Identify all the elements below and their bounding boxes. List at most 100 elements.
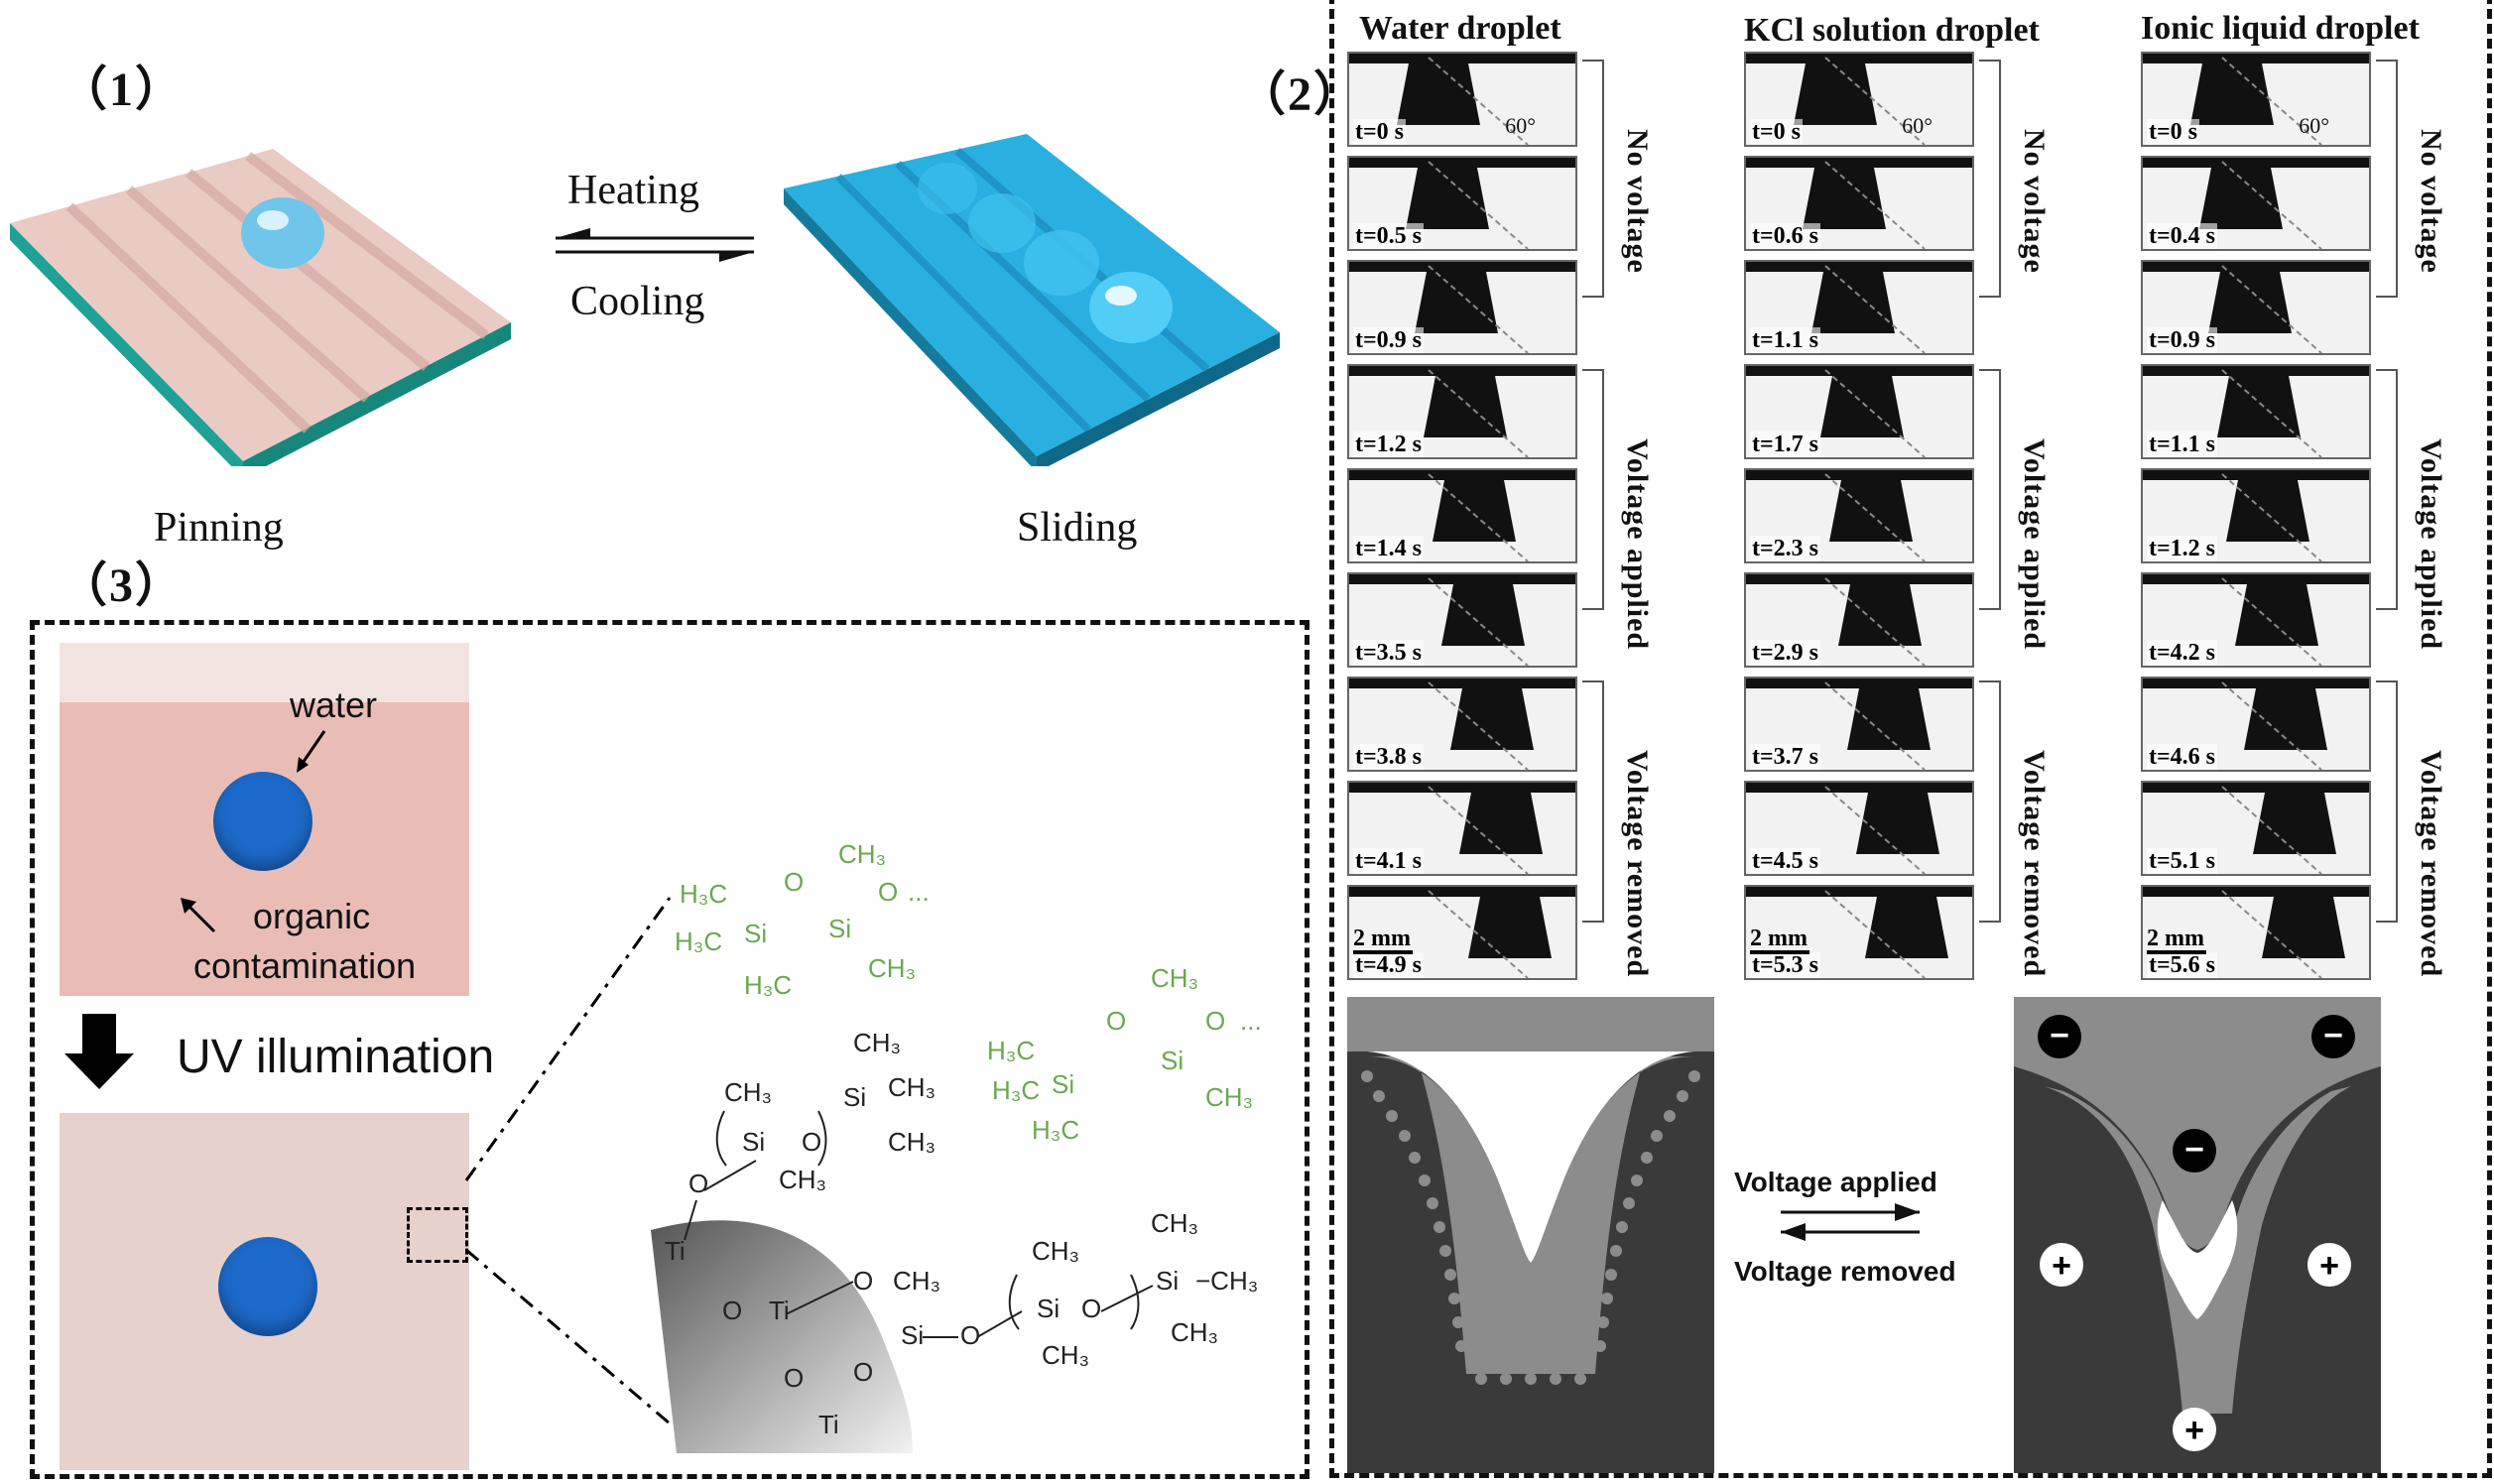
svg-text:Ti: Ti <box>665 1236 686 1266</box>
water-arrow <box>297 730 326 773</box>
voltage-removed-label: Voltage removed <box>1734 1256 1956 1287</box>
droplet-frame: t=4.6 s <box>2141 677 2371 772</box>
svg-text:Si: Si <box>1052 1069 1074 1099</box>
phase-label: No voltage <box>1621 129 1654 274</box>
schematic-voltage-off <box>1347 997 1714 1473</box>
droplet-frame: t=3.5 s <box>1347 572 1577 668</box>
organic-label: organic <box>253 896 371 936</box>
frame-time-label: t=0.4 s <box>2147 223 2218 249</box>
droplet-frame: t=2.3 s <box>1744 468 1974 563</box>
tilt-angle-label: 60° <box>2299 113 2329 138</box>
droplet-frame: t=2.9 s <box>1744 572 1974 668</box>
phase-bracket <box>2376 60 2398 298</box>
heating-label: Heating <box>567 168 699 213</box>
svg-text:H₃C: H₃C <box>987 1036 1035 1065</box>
svg-text:Ti: Ti <box>818 1410 839 1439</box>
phase-bracket <box>2376 680 2398 923</box>
svg-text:H₃C: H₃C <box>675 927 722 956</box>
svg-text:−CH₃: −CH₃ <box>1195 1266 1258 1296</box>
svg-text:H₃C: H₃C <box>744 970 792 1000</box>
frame-time-label: t=4.5 s <box>1750 848 1821 874</box>
droplet-frame: t=1.7 s <box>1744 364 1974 459</box>
droplet-frame: t=3.8 s <box>1347 677 1577 772</box>
droplet-frame: t=4.2 s <box>2141 572 2371 668</box>
frame-time-label: t=3.5 s <box>1353 640 1425 666</box>
minus-sign-1: − <box>2050 1017 2069 1054</box>
droplet-frame: t=0.6 s <box>1744 156 1974 251</box>
svg-text:CH₃: CH₃ <box>1032 1236 1079 1266</box>
svg-text:Si: Si <box>742 1127 765 1157</box>
phase-bracket <box>1582 680 1604 923</box>
droplet-frame: t=1.2 s <box>1347 364 1577 459</box>
svg-text:Si: Si <box>843 1082 866 1112</box>
phase-bracket <box>1979 369 2001 610</box>
scale-bar-label: 2 mm <box>1750 926 1809 954</box>
frame-time-label: t=5.1 s <box>2147 848 2218 874</box>
frame-time-label: t=0.9 s <box>1353 327 1425 353</box>
phase-label: Voltage removed <box>2018 750 2051 978</box>
phase-label: Voltage removed <box>1621 750 1654 978</box>
svg-text:CH₃: CH₃ <box>888 1127 935 1157</box>
frame-time-label: t=4.2 s <box>2147 640 2218 666</box>
frame-time-label: t=0 s <box>2147 119 2200 145</box>
frame-time-label: t=4.9 s <box>1353 952 1425 978</box>
droplet-frame: t=0.9 s <box>2141 260 2371 355</box>
cleaned-substrate-photo <box>60 1113 469 1470</box>
scale-bar-label: 2 mm <box>2147 926 2206 954</box>
svg-text:CH₃: CH₃ <box>838 839 886 869</box>
frame-time-label: t=2.9 s <box>1750 640 1821 666</box>
svg-text:O: O <box>853 1266 873 1296</box>
minus-sign-2: − <box>2323 1017 2343 1054</box>
voltage-applied-label: Voltage applied <box>1734 1167 1937 1197</box>
panel-3-frame <box>30 620 1309 1479</box>
phase-bracket <box>1582 369 1604 610</box>
svg-text:CH₃: CH₃ <box>893 1266 940 1296</box>
cooling-label: Cooling <box>570 279 705 324</box>
svg-text:CH₃: CH₃ <box>1151 963 1198 993</box>
frame-time-label: t=1.1 s <box>1750 327 1821 353</box>
phase-label: Voltage removed <box>2415 750 2447 978</box>
svg-text:CH₃: CH₃ <box>1205 1082 1253 1112</box>
svg-text:CH₃: CH₃ <box>1042 1340 1089 1370</box>
svg-text:O: O <box>1081 1294 1101 1323</box>
frame-time-label: t=0.9 s <box>2147 327 2218 353</box>
svg-text:CH₃: CH₃ <box>868 953 916 983</box>
column-title-kcl: KCl solution droplet <box>1744 12 2040 49</box>
droplet-frame: t=0.5 s <box>1347 156 1577 251</box>
panel-1-label: （1） <box>60 63 186 116</box>
droplet-frame: t=0.4 s <box>2141 156 2371 251</box>
phase-label: Voltage applied <box>2018 438 2051 651</box>
svg-text:O: O <box>878 877 898 907</box>
phase-label: No voltage <box>2415 129 2447 274</box>
svg-text:CH₃: CH₃ <box>779 1165 826 1194</box>
contaminated-substrate-photo: water organic contamination <box>60 643 469 996</box>
frame-time-label: t=3.7 s <box>1750 744 1821 770</box>
svg-text:CH₃: CH₃ <box>724 1077 772 1107</box>
droplet-frame: t=0.9 s <box>1347 260 1577 355</box>
plus-sign-1: + <box>2052 1247 2071 1285</box>
frame-time-label: t=5.3 s <box>1750 952 1821 978</box>
column-title-ionic: Ionic liquid droplet <box>2141 10 2420 47</box>
droplet-frame: t=4.5 s <box>1744 781 1974 876</box>
svg-text:O: O <box>802 1127 821 1157</box>
droplet-frame: t=5.1 s <box>2141 781 2371 876</box>
svg-text:H₃C: H₃C <box>1032 1115 1079 1145</box>
svg-text:Si: Si <box>744 919 767 948</box>
droplet-frame: t=1.2 s <box>2141 468 2371 563</box>
svg-text:O: O <box>960 1320 980 1350</box>
svg-text:...: ... <box>1240 1006 1262 1036</box>
phase-bracket <box>1979 680 2001 923</box>
droplet-frame: t=4.1 s <box>1347 781 1577 876</box>
zoom-region-box <box>407 1207 468 1263</box>
frame-time-label: t=0 s <box>1353 119 1407 145</box>
frame-time-label: t=5.6 s <box>2147 952 2218 978</box>
svg-text:...: ... <box>908 877 930 907</box>
tilt-angle-label: 60° <box>1902 113 1933 138</box>
contamination-label: contamination <box>193 945 417 986</box>
minus-sign-3: − <box>2184 1131 2204 1169</box>
frame-time-label: t=0.6 s <box>1750 223 1821 249</box>
